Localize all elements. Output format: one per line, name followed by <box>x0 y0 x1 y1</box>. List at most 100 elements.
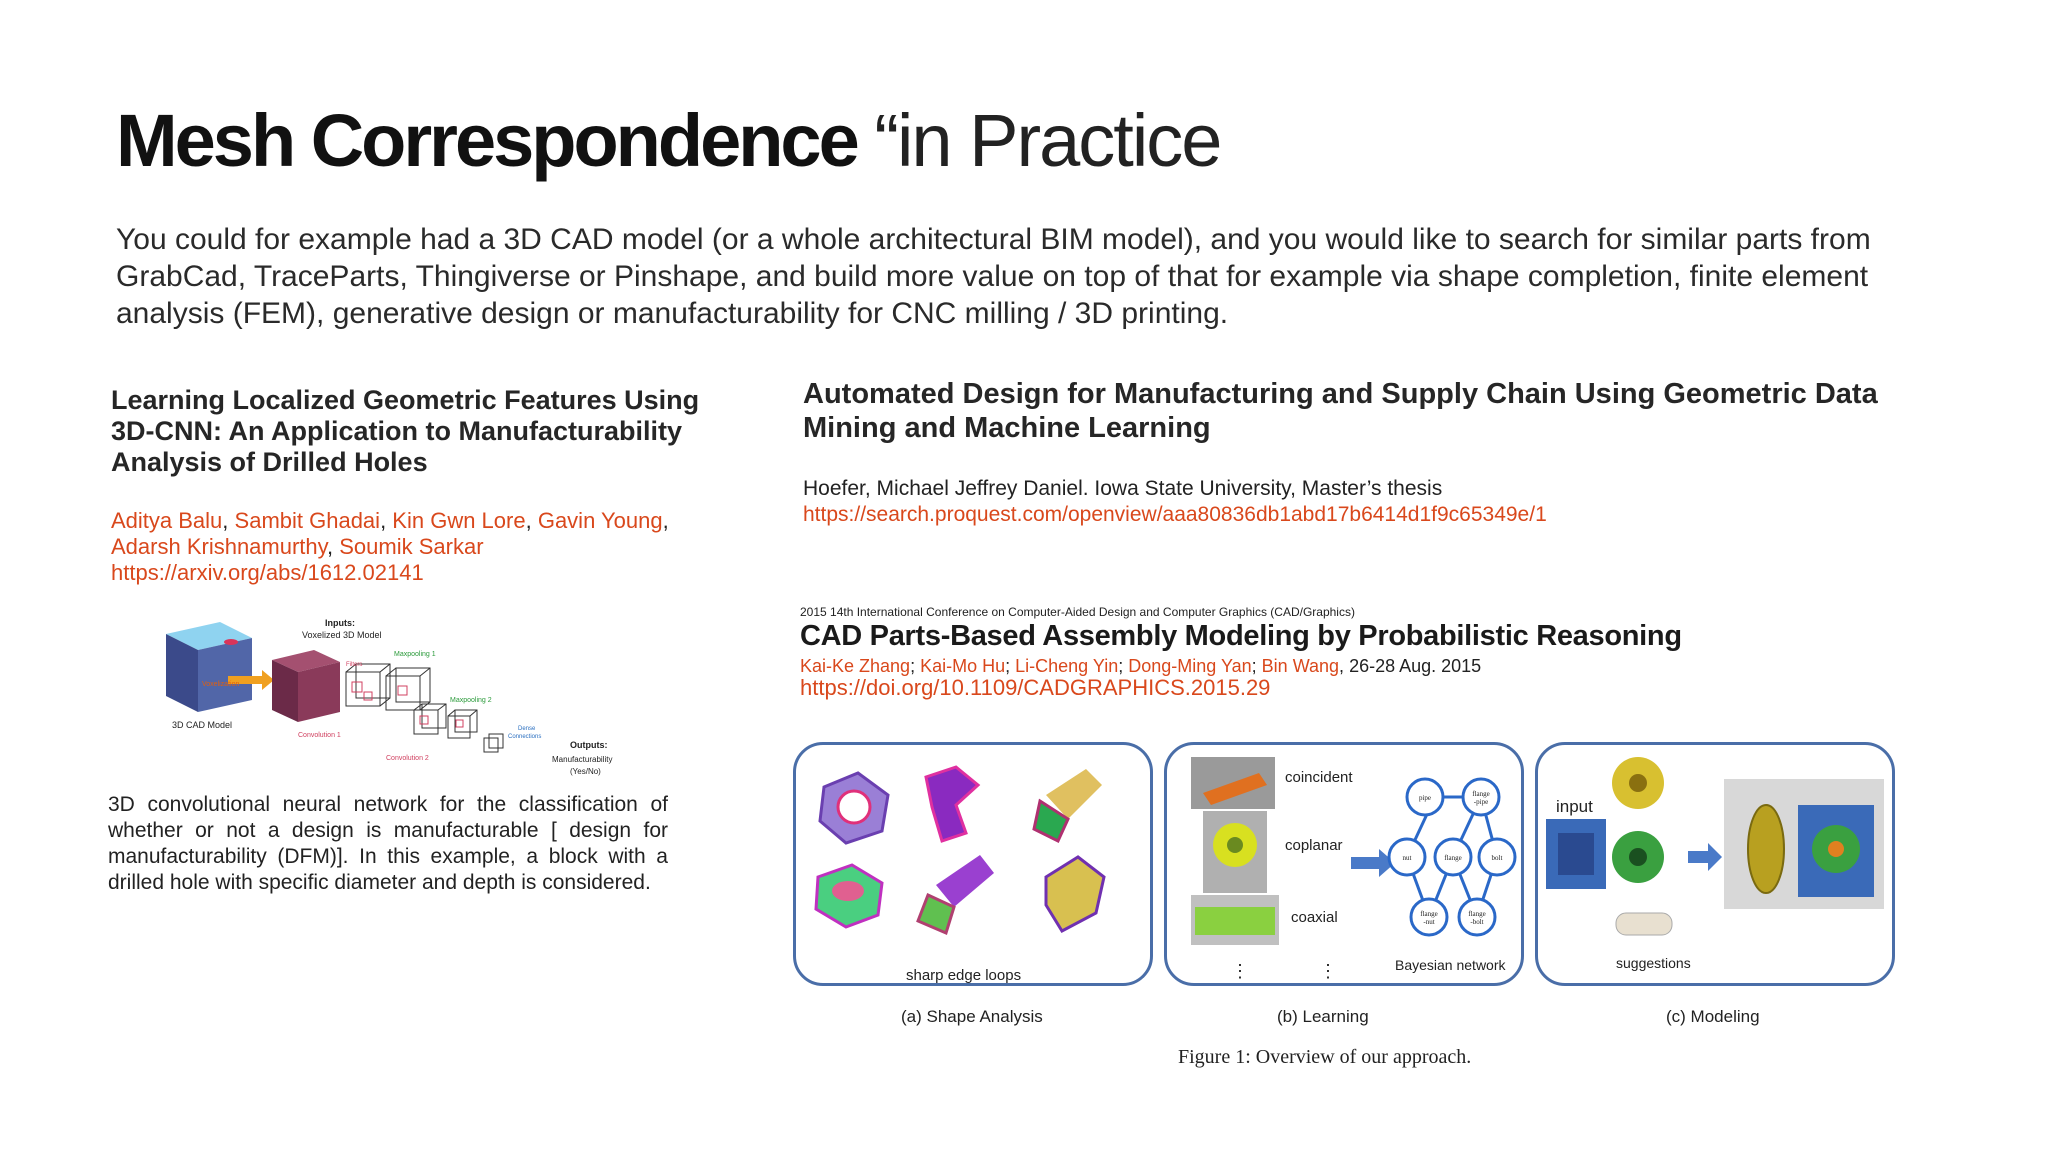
cad-model-label: 3D CAD Model <box>172 720 232 730</box>
elbow-shape <box>924 765 981 843</box>
cube-left <box>166 634 198 712</box>
right-paper1-title: Automated Design for Manufacturing and S… <box>803 378 1878 444</box>
thesis-author-line: Hoefer, Michael Jeffrey Daniel. Iowa Sta… <box>803 477 1443 500</box>
left-paper-title: Learning Localized Geometric Features Us… <box>111 385 700 477</box>
voxelization-arrow <box>228 670 274 690</box>
author-link[interactable]: Aditya Balu <box>111 508 223 533</box>
left-paper-authors: Aditya Balu, Sambit Ghadai, Kin Gwn Lore… <box>111 508 669 585</box>
title-bold: Mesh Correspondence <box>116 99 860 182</box>
conference-date: 26-28 Aug. 2015 <box>1349 656 1482 676</box>
conv2-cubes <box>413 703 478 739</box>
author-link[interactable]: Kin Gwn Lore <box>392 508 526 533</box>
modeling-arrow <box>1688 843 1722 871</box>
yesno-label: (Yes/No) <box>570 767 601 776</box>
doi-link[interactable]: https://doi.org/10.1109/CADGRAPHICS.2015… <box>800 675 1271 700</box>
bayesian-network-label: Bayesian network <box>1395 957 1506 973</box>
panel-modeling: input suggestions <box>1535 742 1895 986</box>
right-paper1-citation: Hoefer, Michael Jeffrey Daniel. Iowa Sta… <box>803 476 1803 528</box>
bayes-node-label: flange <box>1420 910 1438 918</box>
shape-analysis-art <box>814 765 1106 936</box>
author-link[interactable]: Kai-Ke Zhang <box>800 656 911 676</box>
coaxial-pipe <box>1195 907 1275 935</box>
cylinder-base <box>916 892 956 936</box>
sharp-edge-loops-label: sharp edge loops <box>906 967 1022 984</box>
bayes-node-label: -bolt <box>1470 918 1483 926</box>
bolt-suggestion <box>1615 912 1673 936</box>
filters-marks-2 <box>419 715 464 728</box>
conv1-label: Convolution 1 <box>298 732 341 739</box>
bayes-node-label: flange <box>1444 854 1462 862</box>
pulley-hub <box>1629 774 1647 792</box>
pipe-shape <box>1046 769 1102 819</box>
cube-front <box>198 638 252 712</box>
voxelized-label: Voxelized 3D Model <box>302 630 382 640</box>
arxiv-link[interactable]: https://arxiv.org/abs/1612.02141 <box>111 560 424 585</box>
coaxial-label: coaxial <box>1291 909 1338 926</box>
inputs-label: Inputs: <box>325 618 355 628</box>
dense-label: Dense <box>518 726 536 732</box>
modeling-art <box>1546 757 1884 936</box>
figure-caption: Figure 1: Overview of our approach. <box>1178 1046 1472 1068</box>
input-part-face <box>1558 833 1594 875</box>
cylinder-shape <box>936 855 994 907</box>
cube-top <box>166 622 252 650</box>
assembly-shaft <box>1828 841 1844 857</box>
ellipsis-1: ⋮ <box>1231 961 1249 981</box>
bayes-node-label: -nut <box>1423 918 1434 926</box>
input-label: input <box>1556 797 1593 816</box>
voxelization-label: Voxelization <box>202 681 239 688</box>
hole-marker <box>224 639 238 645</box>
caption-learning: (b) Learning <box>1277 1007 1369 1026</box>
wedge-shape <box>1044 855 1106 933</box>
outputs-label: Outputs: <box>570 740 608 750</box>
bayesian-network <box>1387 777 1517 937</box>
conv2-label: Convolution 2 <box>386 755 429 762</box>
hex-hole-2 <box>832 881 864 901</box>
right-paper2-authors: Kai-Ke Zhang; Kai-Mo Hu; Li-Cheng Yin; D… <box>800 656 1482 676</box>
proquest-link[interactable]: https://search.proquest.com/openview/aaa… <box>803 503 1547 526</box>
filters-marks <box>351 681 408 701</box>
bayes-node-label: -pipe <box>1474 798 1488 806</box>
manufacturability-label: Manufacturability <box>552 755 612 764</box>
author-link[interactable]: Dong-Ming Yan <box>1128 656 1252 676</box>
bayes-node-label: pipe <box>1419 794 1431 802</box>
conference-line: 2015 14th International Conference on Co… <box>800 605 1355 619</box>
assembly-pulley <box>1747 804 1785 894</box>
coincident-label: coincident <box>1285 769 1353 786</box>
coincident-part <box>1203 773 1267 805</box>
flange-hub <box>1629 848 1647 866</box>
bayes-node-label: flange <box>1468 910 1486 918</box>
cnn-diagram: Voxelization 3D CAD Model Inputs: Voxeli… <box>166 618 612 776</box>
voxel-front <box>298 662 340 722</box>
bayes-node-label: bolt <box>1492 854 1503 862</box>
suggestions-label: suggestions <box>1616 955 1691 971</box>
bayes-node-label: flange <box>1472 790 1490 798</box>
right-paper2-title: CAD Parts-Based Assembly Modeling by Pro… <box>800 620 1682 652</box>
panel-shape-analysis: sharp edge loops <box>793 742 1153 986</box>
author-link[interactable]: Sambit Ghadai <box>234 508 381 533</box>
author-link[interactable]: Gavin Young <box>537 508 663 533</box>
connections-label: Connections <box>508 734 541 740</box>
title-light: “in Practice <box>874 99 1222 182</box>
dense-cubes <box>483 733 504 753</box>
coplanar-hub <box>1227 837 1243 853</box>
author-link[interactable]: Bin Wang <box>1261 656 1340 676</box>
maxpool2-label: Maxpooling 2 <box>450 697 492 704</box>
author-link[interactable]: Li-Cheng Yin <box>1015 656 1119 676</box>
voxel-left <box>272 660 298 722</box>
author-link[interactable]: Kai-Mo Hu <box>920 656 1006 676</box>
learning-arrow <box>1351 849 1395 877</box>
nut-hole <box>836 789 872 825</box>
cnn-architecture-figure: Voxelization 3D CAD Model Inputs: Voxeli… <box>150 612 670 784</box>
conv1-cubes <box>345 663 431 711</box>
pipe-base <box>1032 798 1070 844</box>
author-link[interactable]: Adarsh Krishnamurthy <box>111 534 328 559</box>
caption-modeling: (c) Modeling <box>1666 1007 1760 1026</box>
filters-label: Filters <box>346 662 362 668</box>
left-paper-description: 3D convolutional neural network for the … <box>108 793 668 894</box>
bayes-node-label: nut <box>1403 854 1412 862</box>
author-link[interactable]: Soumik Sarkar <box>339 534 484 559</box>
intro-paragraph: You could for example had a 3D CAD model… <box>116 223 1871 330</box>
